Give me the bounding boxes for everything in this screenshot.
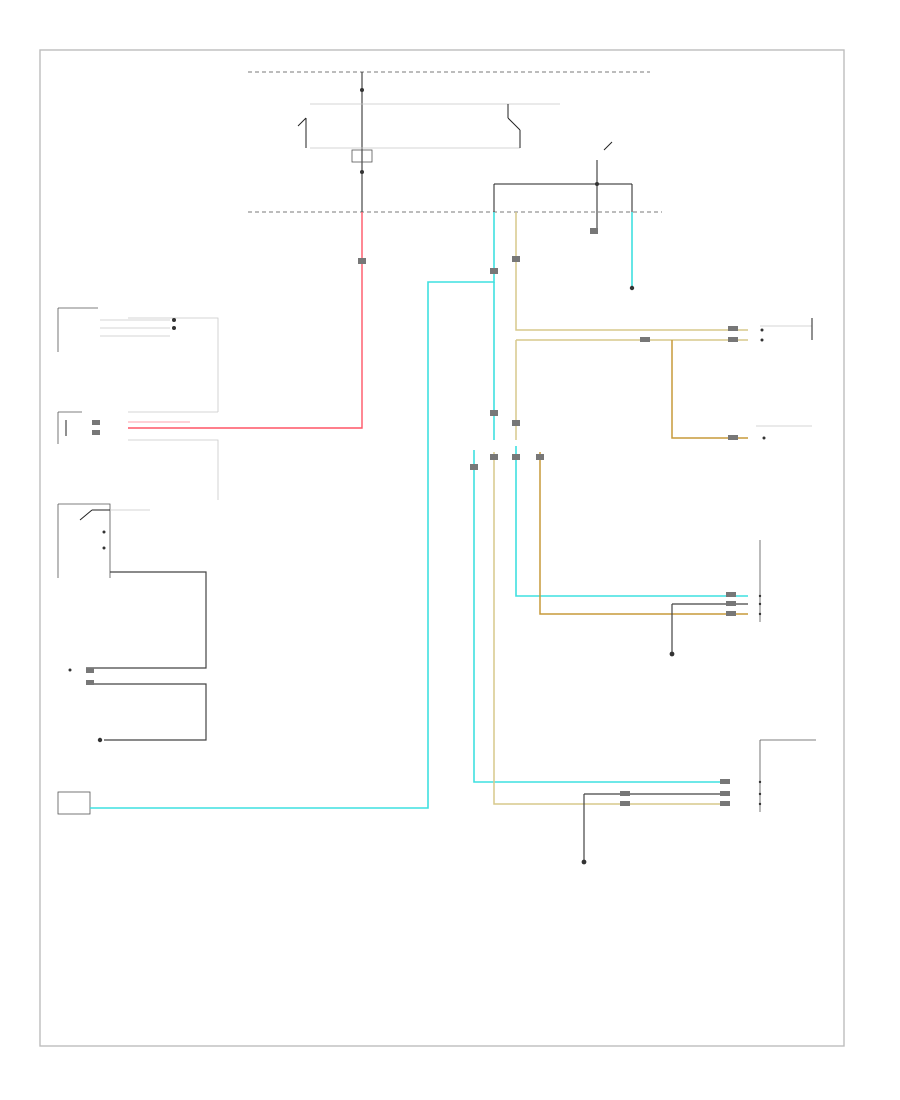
ground-point-upper-right xyxy=(669,651,675,657)
component-transmission-range-switch xyxy=(57,503,150,578)
red-wire-connector xyxy=(358,258,366,264)
ground-point-lower-right xyxy=(581,859,587,865)
tan-wire-1 xyxy=(515,212,748,331)
left-component-grid xyxy=(128,317,219,500)
range-switch-wire xyxy=(86,571,207,669)
wire-connectors xyxy=(470,228,738,806)
ground-wire-lower-right xyxy=(583,793,728,860)
cyan-wire-branch-3 xyxy=(515,446,748,597)
red-wire xyxy=(128,212,363,429)
component-right-middle xyxy=(756,425,812,440)
ground-wire-upper-right xyxy=(671,603,748,652)
diagram-frame xyxy=(39,49,845,1047)
component-right-lower-module xyxy=(758,739,816,812)
sensor-ground-wire xyxy=(94,683,207,741)
cyan-wire-branch-2 xyxy=(473,450,726,783)
ground-point-left xyxy=(97,737,103,743)
component-right-upper-module xyxy=(758,540,762,622)
fuse-block xyxy=(297,72,633,228)
tan-wire-4 xyxy=(493,452,728,805)
aux-connector-point xyxy=(629,285,635,291)
component-pcm xyxy=(57,411,100,444)
orange-wire-1 xyxy=(671,340,748,439)
cyan-wire-main xyxy=(90,212,495,809)
orange-wire-2 xyxy=(539,452,748,615)
component-ecm-top xyxy=(57,307,176,352)
component-right-top xyxy=(760,318,813,342)
component-sensor xyxy=(68,668,94,685)
component-bottom-left-module xyxy=(57,791,91,815)
